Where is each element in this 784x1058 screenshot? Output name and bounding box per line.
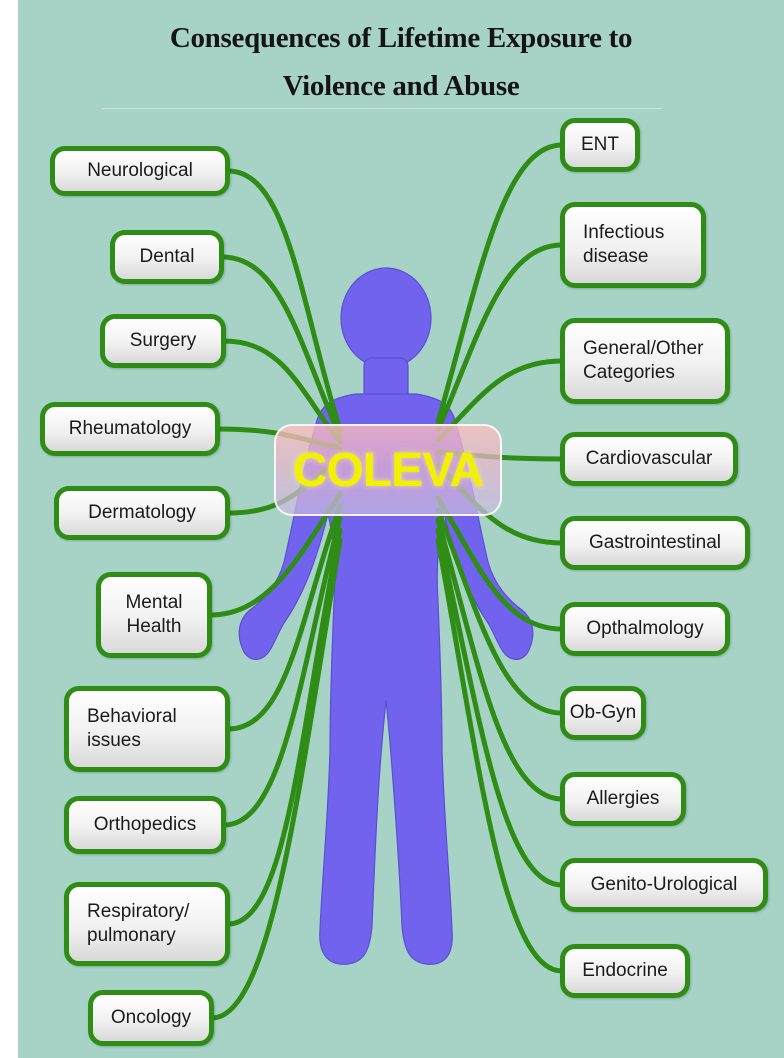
right-category-label: Cardiovascular xyxy=(586,447,713,471)
right-category-label: Allergies xyxy=(587,787,660,811)
right-category-label: Infectious disease xyxy=(583,221,664,269)
right-category-label: Opthalmology xyxy=(586,617,703,641)
left-category-label: Mental Health xyxy=(125,591,182,639)
left-category-label: Orthopedics xyxy=(94,813,196,837)
right-category-box: Ob-Gyn xyxy=(560,686,646,740)
left-category-label: Dental xyxy=(140,245,195,269)
left-category-label: Respiratory/ pulmonary xyxy=(87,900,189,948)
right-connector-line xyxy=(438,245,562,430)
right-category-label: General/Other Categories xyxy=(583,337,703,385)
left-category-box: Oncology xyxy=(88,990,214,1046)
left-category-box: Neurological xyxy=(50,146,230,196)
right-category-label: Ob-Gyn xyxy=(570,701,637,725)
right-category-box: Gastrointestinal xyxy=(560,516,750,570)
right-category-box: Allergies xyxy=(560,772,686,826)
right-category-box: Endocrine xyxy=(560,944,690,998)
left-category-box: Orthopedics xyxy=(64,796,226,854)
right-category-label: Genito-Urological xyxy=(591,873,738,897)
left-category-box: Surgery xyxy=(100,314,226,368)
left-category-label: Dermatology xyxy=(88,501,196,525)
left-category-label: Rheumatology xyxy=(69,417,192,441)
right-category-box: General/Other Categories xyxy=(560,318,730,404)
left-category-label: Neurological xyxy=(87,159,193,183)
right-category-box: Opthalmology xyxy=(560,602,730,656)
left-category-label: Oncology xyxy=(111,1006,191,1030)
right-category-label: Gastrointestinal xyxy=(589,531,721,555)
diagram-canvas: Consequences of Lifetime Exposure to Vio… xyxy=(18,0,784,1058)
left-category-box: Rheumatology xyxy=(40,402,220,456)
right-category-box: Genito-Urological xyxy=(560,858,768,912)
right-category-box: Cardiovascular xyxy=(560,432,738,486)
left-category-box: Respiratory/ pulmonary xyxy=(64,882,230,966)
right-category-label: ENT xyxy=(581,133,619,157)
right-category-label: Endocrine xyxy=(582,959,668,983)
center-hub: COLEVA xyxy=(274,424,502,516)
left-category-box: Dental xyxy=(110,230,224,284)
left-category-label: Behavioral issues xyxy=(87,705,177,753)
left-category-box: Behavioral issues xyxy=(64,686,230,772)
right-category-box: Infectious disease xyxy=(560,202,706,288)
right-category-box: ENT xyxy=(560,118,640,172)
left-category-box: Dermatology xyxy=(54,486,230,540)
left-category-box: Mental Health xyxy=(96,572,212,658)
left-category-label: Surgery xyxy=(130,329,197,353)
center-hub-label: COLEVA xyxy=(293,443,483,498)
